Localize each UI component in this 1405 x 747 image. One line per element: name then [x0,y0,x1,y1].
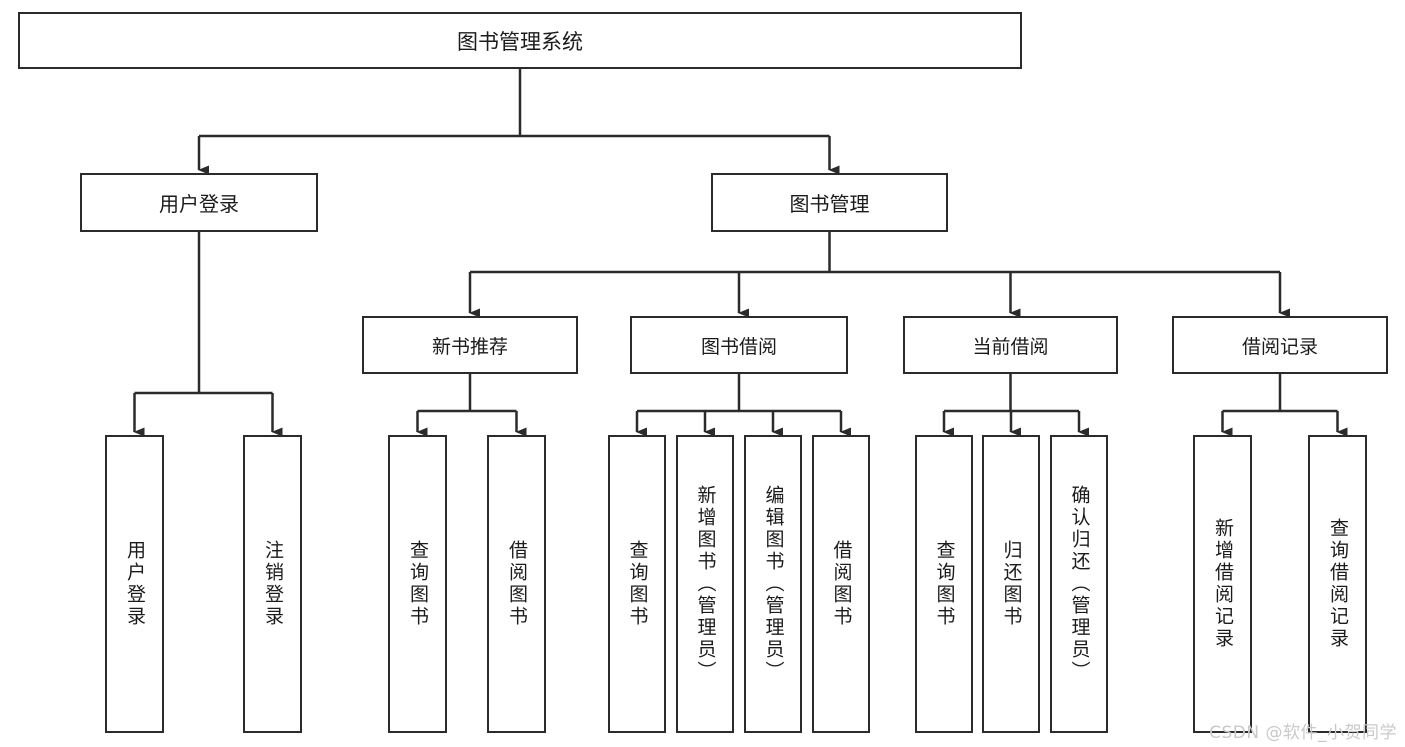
node-return-book[interactable]: 归还图书 [982,435,1040,733]
node-query-book-current[interactable]: 查询图书 [915,435,973,733]
node-query-borrow-record[interactable]: 查询借阅记录 [1308,435,1367,733]
node-return-book-label: 归还图书 [1000,540,1023,628]
node-borrow-book-recommend[interactable]: 借阅图书 [487,435,546,733]
node-logout-action-label: 注销登录 [262,540,284,628]
node-borrow-record-label: 借阅记录 [1241,335,1318,358]
node-borrow-book-action-label: 借阅图书 [830,540,853,628]
node-query-book-borrow-label: 查询图书 [626,540,649,628]
node-root[interactable]: 图书管理系统 [18,12,1022,69]
node-user-login-action[interactable]: 用户登录 [105,435,164,733]
node-book-borrow[interactable]: 图书借阅 [630,316,848,374]
node-query-book-current-label: 查询图书 [933,540,956,628]
node-edit-book-admin-label: 编辑图书（管理员） [762,485,785,683]
node-query-book-recommend-label: 查询图书 [407,540,429,628]
node-book-borrow-label: 图书借阅 [700,335,777,358]
node-root-label: 图书管理系统 [457,29,583,54]
node-add-book-admin[interactable]: 新增图书（管理员） [676,435,734,733]
node-borrow-book-action[interactable]: 借阅图书 [812,435,870,733]
node-add-borrow-record-label: 新增借阅记录 [1212,518,1234,650]
node-confirm-return-admin-label: 确认归还（管理员） [1068,485,1091,683]
node-user-login-action-label: 用户登录 [124,540,146,628]
node-new-book-recommend-label: 新书推荐 [431,335,508,358]
node-query-borrow-record-label: 查询借阅记录 [1327,518,1349,650]
node-current-borrow-label: 当前借阅 [972,335,1049,358]
node-logout-action[interactable]: 注销登录 [243,435,302,733]
node-book-management-label: 图书管理 [789,192,870,216]
node-add-book-admin-label: 新增图书（管理员） [694,485,717,683]
node-add-borrow-record[interactable]: 新增借阅记录 [1193,435,1252,733]
node-book-management[interactable]: 图书管理 [711,173,948,232]
node-confirm-return-admin[interactable]: 确认归还（管理员） [1050,435,1108,733]
node-borrow-book-recommend-label: 借阅图书 [506,540,528,628]
node-query-book-borrow[interactable]: 查询图书 [608,435,666,733]
node-user-login[interactable]: 用户登录 [80,173,318,232]
node-user-login-label: 用户登录 [159,192,239,216]
node-new-book-recommend[interactable]: 新书推荐 [362,316,578,374]
node-query-book-recommend[interactable]: 查询图书 [388,435,447,733]
node-current-borrow[interactable]: 当前借阅 [903,316,1118,374]
node-edit-book-admin[interactable]: 编辑图书（管理员） [744,435,802,733]
node-borrow-record[interactable]: 借阅记录 [1172,316,1388,374]
